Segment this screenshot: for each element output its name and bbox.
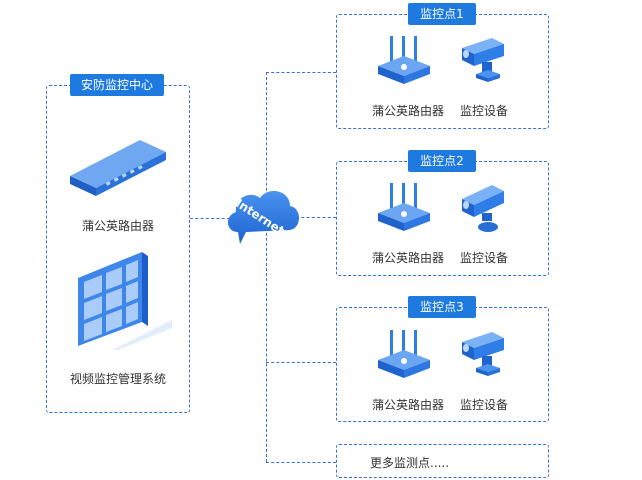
site-1-title: 监控点1 <box>408 3 476 25</box>
more-sites-box <box>336 444 549 478</box>
trunk-line <box>266 72 267 462</box>
camera-icon <box>462 332 504 376</box>
branch-line-1 <box>266 72 336 73</box>
more-sites-label: 更多监测点..... <box>370 456 450 470</box>
wifi-router-icon <box>378 36 430 84</box>
branch-line-3 <box>266 362 336 363</box>
site-1-router-label: 蒲公英路由器 <box>371 104 444 118</box>
wifi-router-icon <box>378 183 430 231</box>
camera-icon <box>462 185 504 232</box>
site-3-device-label: 监控设备 <box>459 398 508 412</box>
center-vms-label: 视频监控管理系统 <box>69 372 166 386</box>
wifi-router-icon <box>378 330 430 378</box>
site-2-device-label: 监控设备 <box>459 251 508 265</box>
site-2-router-label: 蒲公英路由器 <box>371 251 444 265</box>
site-3-router-label: 蒲公英路由器 <box>371 398 444 412</box>
center-router-label: 蒲公英路由器 <box>81 219 154 233</box>
rack-router-icon <box>70 140 166 196</box>
site-2-title: 监控点2 <box>408 150 476 172</box>
site-3-title: 监控点3 <box>408 296 476 318</box>
center-box <box>46 85 190 413</box>
center-to-cloud-line <box>190 218 230 219</box>
branch-line-2 <box>296 217 336 218</box>
center-title: 安防监控中心 <box>70 74 164 96</box>
internet-cloud-icon <box>227 191 299 244</box>
camera-icon <box>462 38 504 82</box>
video-wall-icon <box>78 252 172 350</box>
site-1-device-label: 监控设备 <box>459 104 508 118</box>
branch-line-4 <box>266 462 336 463</box>
